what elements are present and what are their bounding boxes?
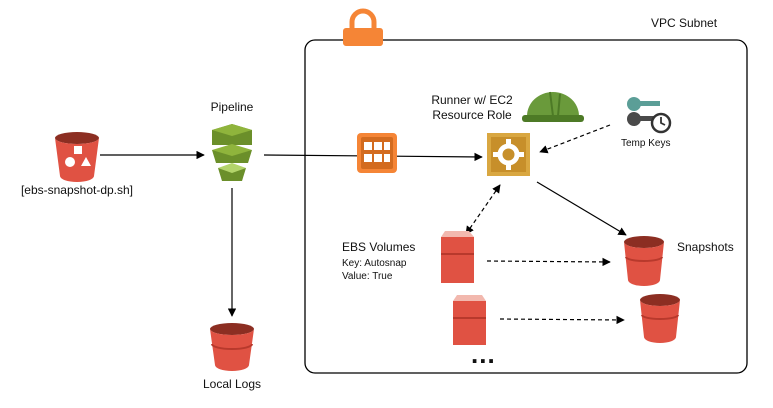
arrow-runner-to-snapshots (536, 181, 627, 236)
lock-icon (343, 8, 383, 46)
arrow-volume1-to-snapshot1 (486, 257, 611, 267)
arrow-volume2-to-snapshot2 (499, 315, 625, 325)
ebs-volumes-label: EBS Volumes (342, 240, 416, 254)
more-volumes-indicator: ... (471, 339, 496, 369)
runner-label-line1: Runner w/ EC2 (431, 93, 513, 107)
temp-keys-icon (627, 97, 672, 134)
ebs-volume-icon (453, 295, 486, 345)
runner-label-line2: Resource Role (432, 108, 512, 122)
arrow-runner-volume (465, 184, 501, 235)
ebs-tag-value: Value: True (342, 271, 393, 282)
local-logs-label: Local Logs (202, 377, 262, 391)
snapshots-label: Snapshots (677, 240, 734, 254)
temp-keys-label: Temp Keys (621, 138, 671, 149)
pipeline-label: Pipeline (210, 100, 254, 114)
s3-bucket-icon (210, 323, 254, 371)
snapshot-bucket-icon (640, 294, 680, 343)
task-runner-icon (357, 133, 397, 173)
vpc-subnet-label: VPC Subnet (651, 16, 718, 30)
ebs-tag-key: Key: Autosnap (342, 258, 407, 269)
source-script-label: [ebs-snapshot-dp.sh] (20, 183, 134, 197)
ebs-volume-icon (441, 231, 474, 283)
hard-hat-icon (522, 91, 584, 122)
arrow-keys-to-runner (539, 124, 611, 154)
s3-bucket-icon (55, 132, 99, 182)
data-pipeline-icon (212, 124, 252, 181)
snapshot-bucket-icon (624, 236, 664, 286)
ec2-runner-gear-icon (487, 133, 530, 176)
vpc-subnet-boundary (304, 39, 748, 374)
